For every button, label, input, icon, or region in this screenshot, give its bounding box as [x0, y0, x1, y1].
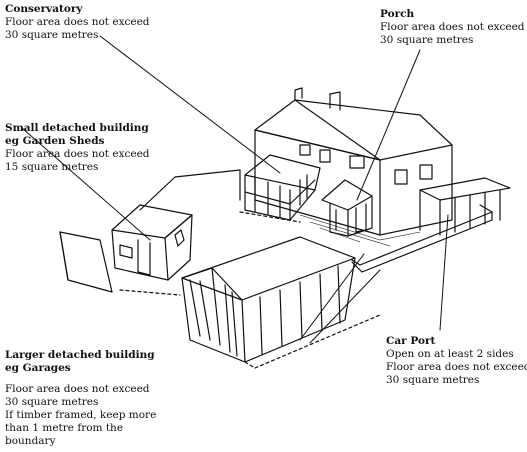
- large-building-line-2: 30 square metres: [5, 396, 99, 408]
- leader-lines: [21, 35, 449, 344]
- porch-label: Porch Floor area does not exceed 30 squa…: [380, 8, 525, 47]
- large-building-line-1: Floor area does not exceed: [5, 383, 150, 395]
- garden-shed: [111, 204, 193, 281]
- car-port-title: Car Port: [386, 335, 436, 347]
- porch-title: Porch: [380, 8, 415, 20]
- small-building-title: Small detached building: [5, 122, 149, 134]
- large-building-line-5: boundary: [5, 435, 56, 447]
- garage: [181, 236, 381, 369]
- small-building-line-2: 15 square metres: [5, 161, 99, 173]
- large-building-label: Larger detached building eg Garages Floo…: [5, 349, 156, 448]
- porch-line-2: 30 square metres: [380, 34, 474, 46]
- car-port-line-3: 30 square metres: [386, 374, 480, 386]
- conservatory-label: Conservatory Floor area does not exceed …: [5, 3, 150, 42]
- conservatory: [244, 154, 321, 221]
- car-port-line-2: Floor area does not exceed: [386, 361, 527, 373]
- car-port: [419, 177, 511, 236]
- patio: [299, 214, 421, 247]
- porch: [321, 179, 373, 237]
- boundary-walls: [59, 169, 493, 296]
- small-building-subtitle: eg Garden Sheds: [5, 135, 105, 147]
- large-building-subtitle: eg Garages: [5, 362, 71, 374]
- conservatory-line-1: Floor area does not exceed: [5, 16, 150, 28]
- porch-line-1: Floor area does not exceed: [380, 21, 525, 33]
- large-building-line-3: If timber framed, keep more: [5, 409, 157, 421]
- car-port-label: Car Port Open on at least 2 sides Floor …: [386, 335, 527, 387]
- car-port-line-1: Open on at least 2 sides: [386, 348, 514, 360]
- small-building-line-1: Floor area does not exceed: [5, 148, 150, 160]
- large-building-line-4: than 1 metre from the: [5, 422, 124, 434]
- conservatory-line-2: 30 square metres: [5, 29, 99, 41]
- large-building-title: Larger detached building: [5, 349, 155, 361]
- conservatory-title: Conservatory: [5, 3, 83, 15]
- house: [254, 87, 453, 236]
- small-building-label: Small detached building eg Garden Sheds …: [5, 122, 150, 174]
